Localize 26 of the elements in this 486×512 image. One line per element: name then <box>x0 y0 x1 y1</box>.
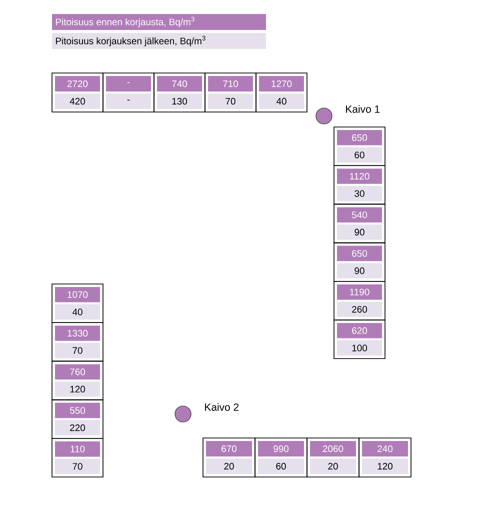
measurement-cell: 650 60 <box>334 126 386 166</box>
measurement-cell: - - <box>102 72 154 112</box>
well-marker <box>316 108 332 124</box>
legend-entry: Pitoisuus korjauksen jälkeen, Bq/m$^{3}$ <box>52 33 266 49</box>
measurement-cell: 1070 40 <box>52 284 104 323</box>
measurement-cell: 1330 70 <box>52 322 104 362</box>
measurement-cell: 990 60 <box>254 438 308 478</box>
measurement-cell: 1120 30 <box>334 165 386 205</box>
measurement-cell: 540 90 <box>334 204 386 244</box>
measurement-cell: 670 20 <box>202 438 256 478</box>
measurement-cell: 650 90 <box>334 242 386 282</box>
measurement-cell: 550 220 <box>52 399 104 439</box>
measurement-cell: 2060 20 <box>306 438 360 478</box>
measurement-cell: 620 100 <box>334 320 386 359</box>
measurement-cell: 1190 260 <box>334 281 386 320</box>
measurement-cell: 760 120 <box>52 360 104 400</box>
measurement-cell: 1270 40 <box>256 72 308 112</box>
measurement-cell: 240 120 <box>358 438 412 478</box>
measurement-cell: 110 70 <box>52 438 104 478</box>
measurement-cell: 740 130 <box>154 72 206 112</box>
well-label: Kaivo 1 <box>346 105 380 113</box>
legend-entry: Pitoisuus ennen korjausta, Bq/m$^{3}$ <box>52 14 266 30</box>
measurement-cell: 710 70 <box>204 72 256 112</box>
measurement-cell: 2720 420 <box>52 72 104 112</box>
well-marker <box>174 406 192 422</box>
well-label: Kaivo 2 <box>205 403 239 411</box>
